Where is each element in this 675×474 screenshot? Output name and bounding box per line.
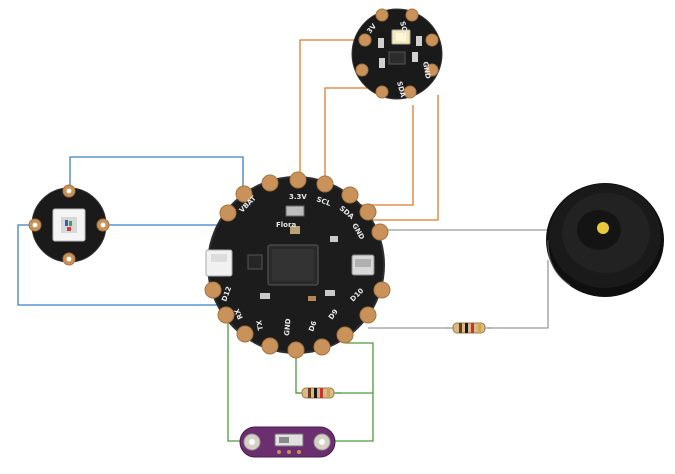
flora-3v3-label: 3.3V: [289, 193, 307, 201]
flora-gnd-bottom-label: GND: [283, 318, 293, 336]
sensor-gnd-label: GND: [421, 61, 432, 80]
flora-d6-label: D6: [307, 320, 318, 333]
resistor-buzzer: [446, 322, 492, 334]
blue-wire-top: [69, 156, 244, 190]
green-wire-left: [227, 320, 245, 442]
piezo-buzzer: [546, 183, 664, 297]
blue-wire-left: [17, 224, 228, 306]
gray-wire-bottom-right: [488, 260, 549, 329]
resistor-switch: [296, 387, 342, 399]
slide-switch: [239, 426, 336, 458]
flora-pads: [204, 171, 391, 359]
flora-board: VBAT 3.3V SCL SDA GND Flora D10 D9 D6 GN…: [204, 171, 391, 359]
orange-wire-3v: [299, 39, 370, 188]
sensor-scl-label: SCL: [398, 20, 410, 37]
orange-wire-sda: [350, 105, 414, 206]
flora-tx-label: TX: [255, 319, 265, 331]
flora-brand-label: Flora: [276, 221, 296, 229]
orange-wire-scl: [324, 87, 372, 185]
color-sensor: 3V SCL SDA GND: [351, 8, 443, 100]
green-wire-right: [330, 342, 374, 442]
neopixel: [28, 184, 110, 266]
orange-wire-gnd: [365, 95, 439, 221]
